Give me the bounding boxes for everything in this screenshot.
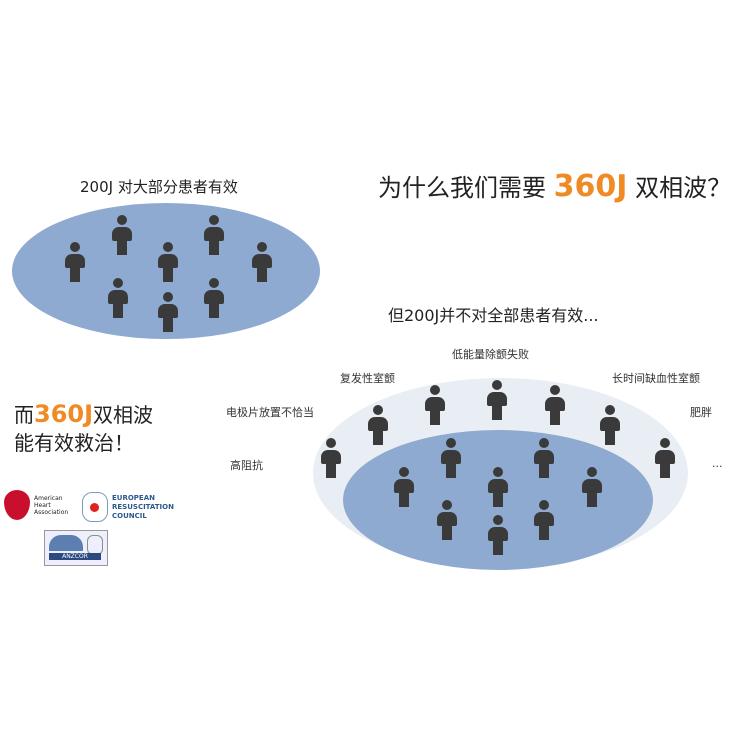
person-icon xyxy=(203,215,225,255)
factor-more: ... xyxy=(712,457,723,470)
person-icon xyxy=(581,467,603,507)
person-icon xyxy=(533,500,555,540)
erc-logo-text: EUROPEAN RESUSCITATION COUNCIL xyxy=(112,493,174,520)
lungs-heart-icon xyxy=(82,492,108,522)
conclusion-after: 双相波 xyxy=(93,403,154,427)
person-icon xyxy=(486,380,508,420)
person-icon xyxy=(487,515,509,555)
person-icon xyxy=(393,467,415,507)
conclusion-before: 而 xyxy=(14,403,34,427)
factor-electrode-placement: 电极片放置不恰当 xyxy=(226,406,314,419)
conclusion-line2: 能有效救治！ xyxy=(14,431,134,455)
person-icon xyxy=(367,405,389,445)
anzcor-logo: ANZCOR xyxy=(44,530,108,566)
main-title-highlight: 360J xyxy=(553,169,628,204)
factor-prolonged-ischemic-vf: 长时间缺血性室颤 xyxy=(612,372,700,385)
person-icon xyxy=(107,278,129,318)
subtitle: 但200J并不对全部患者有效... xyxy=(388,306,599,325)
main-title-after: 双相波？ xyxy=(627,174,732,202)
factor-recurrent-vf: 复发性室颤 xyxy=(340,372,395,385)
person-icon xyxy=(487,467,509,507)
aha-logo: American Heart Association xyxy=(4,490,74,520)
person-icon xyxy=(203,278,225,318)
left-title: 200J 对大部分患者有效 xyxy=(80,178,238,196)
person-icon xyxy=(533,438,555,478)
conclusion-highlight: 360J xyxy=(34,400,94,428)
person-icon xyxy=(111,215,133,255)
anzcor-logo-text: ANZCOR xyxy=(49,553,101,560)
person-icon xyxy=(544,385,566,425)
person-icon xyxy=(440,438,462,478)
aha-logo-text: American Heart Association xyxy=(34,494,69,516)
erc-logo: EUROPEAN RESUSCITATION COUNCIL xyxy=(82,492,180,522)
factor-high-impedance: 高阻抗 xyxy=(230,459,263,472)
person-icon xyxy=(64,242,86,282)
person-icon xyxy=(157,242,179,282)
main-title: 为什么我们需要 360J 双相波？ xyxy=(378,168,731,204)
person-icon xyxy=(320,438,342,478)
main-title-before: 为什么我们需要 xyxy=(378,174,554,202)
heart-torch-icon xyxy=(4,490,30,520)
person-icon xyxy=(157,292,179,332)
factor-obesity: 肥胖 xyxy=(690,406,712,419)
person-icon xyxy=(251,242,273,282)
person-icon xyxy=(599,405,621,445)
person-icon xyxy=(436,500,458,540)
factor-low-energy: 低能量除颤失败 xyxy=(452,348,529,361)
conclusion: 而360J双相波 能有效救治！ xyxy=(14,400,153,457)
person-icon xyxy=(654,438,676,478)
person-icon xyxy=(424,385,446,425)
